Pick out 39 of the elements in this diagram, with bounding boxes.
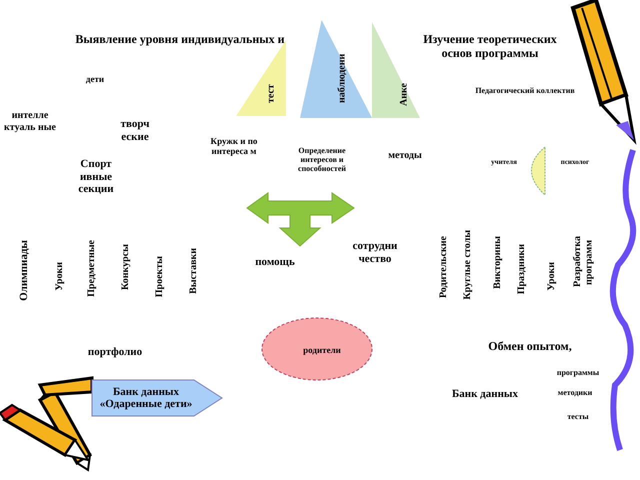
- node-text: Банк данных «Одаренные дети»: [98, 385, 194, 412]
- pentagon-arrow: [92, 380, 222, 416]
- ellipse: [262, 318, 372, 380]
- text-label: Изучение теоретических основ программы: [422, 33, 558, 61]
- text-label: Обмен опытом,: [487, 340, 573, 354]
- text-label: Банк данных: [450, 388, 520, 401]
- triangle: [372, 22, 420, 118]
- vertical-label: Выставки: [188, 248, 200, 294]
- text-label: тесты: [566, 412, 590, 422]
- node-text: Анке: [398, 82, 410, 108]
- text-label: Спорт ивные секции: [77, 158, 115, 196]
- text-label: Кружк и по интереса м: [210, 136, 258, 157]
- text-label: портфолио: [86, 346, 144, 359]
- text-label: дети: [84, 74, 106, 84]
- text-label: интелле ктуаль ные: [4, 110, 56, 133]
- text-label: методики: [556, 388, 594, 398]
- text-label: помощь: [254, 256, 296, 269]
- text-label: программы: [556, 368, 600, 378]
- triangle: [300, 20, 372, 118]
- vertical-label: Круглые столы: [462, 230, 474, 300]
- vertical-label: Олимпиады: [18, 240, 31, 301]
- node-text: родители: [302, 344, 342, 357]
- vertical-label: Родительские: [438, 236, 450, 298]
- text-label: Определение интересов и способностей: [297, 146, 347, 174]
- text-label: Педагогический коллектив: [474, 86, 576, 96]
- text-label: сотрудни чество: [352, 240, 398, 266]
- vertical-label: Конкурсы: [120, 244, 132, 290]
- text-label: методы: [387, 150, 423, 162]
- vertical-label: Предметные: [86, 240, 98, 297]
- vertical-label: Викторины: [492, 236, 504, 289]
- vertical-label: Праздники: [516, 244, 528, 294]
- node-text: тест: [264, 83, 278, 106]
- vertical-label: Проекты: [154, 256, 166, 298]
- text-label: творч еские: [120, 118, 150, 144]
- vertical-label: Разработка программ: [572, 235, 596, 290]
- node-text: наблюдени: [336, 52, 348, 105]
- vertical-label: Уроки: [54, 262, 66, 291]
- text-label: Выявление уровня индивидуальных и: [74, 33, 286, 47]
- vertical-label: Уроки: [546, 262, 558, 291]
